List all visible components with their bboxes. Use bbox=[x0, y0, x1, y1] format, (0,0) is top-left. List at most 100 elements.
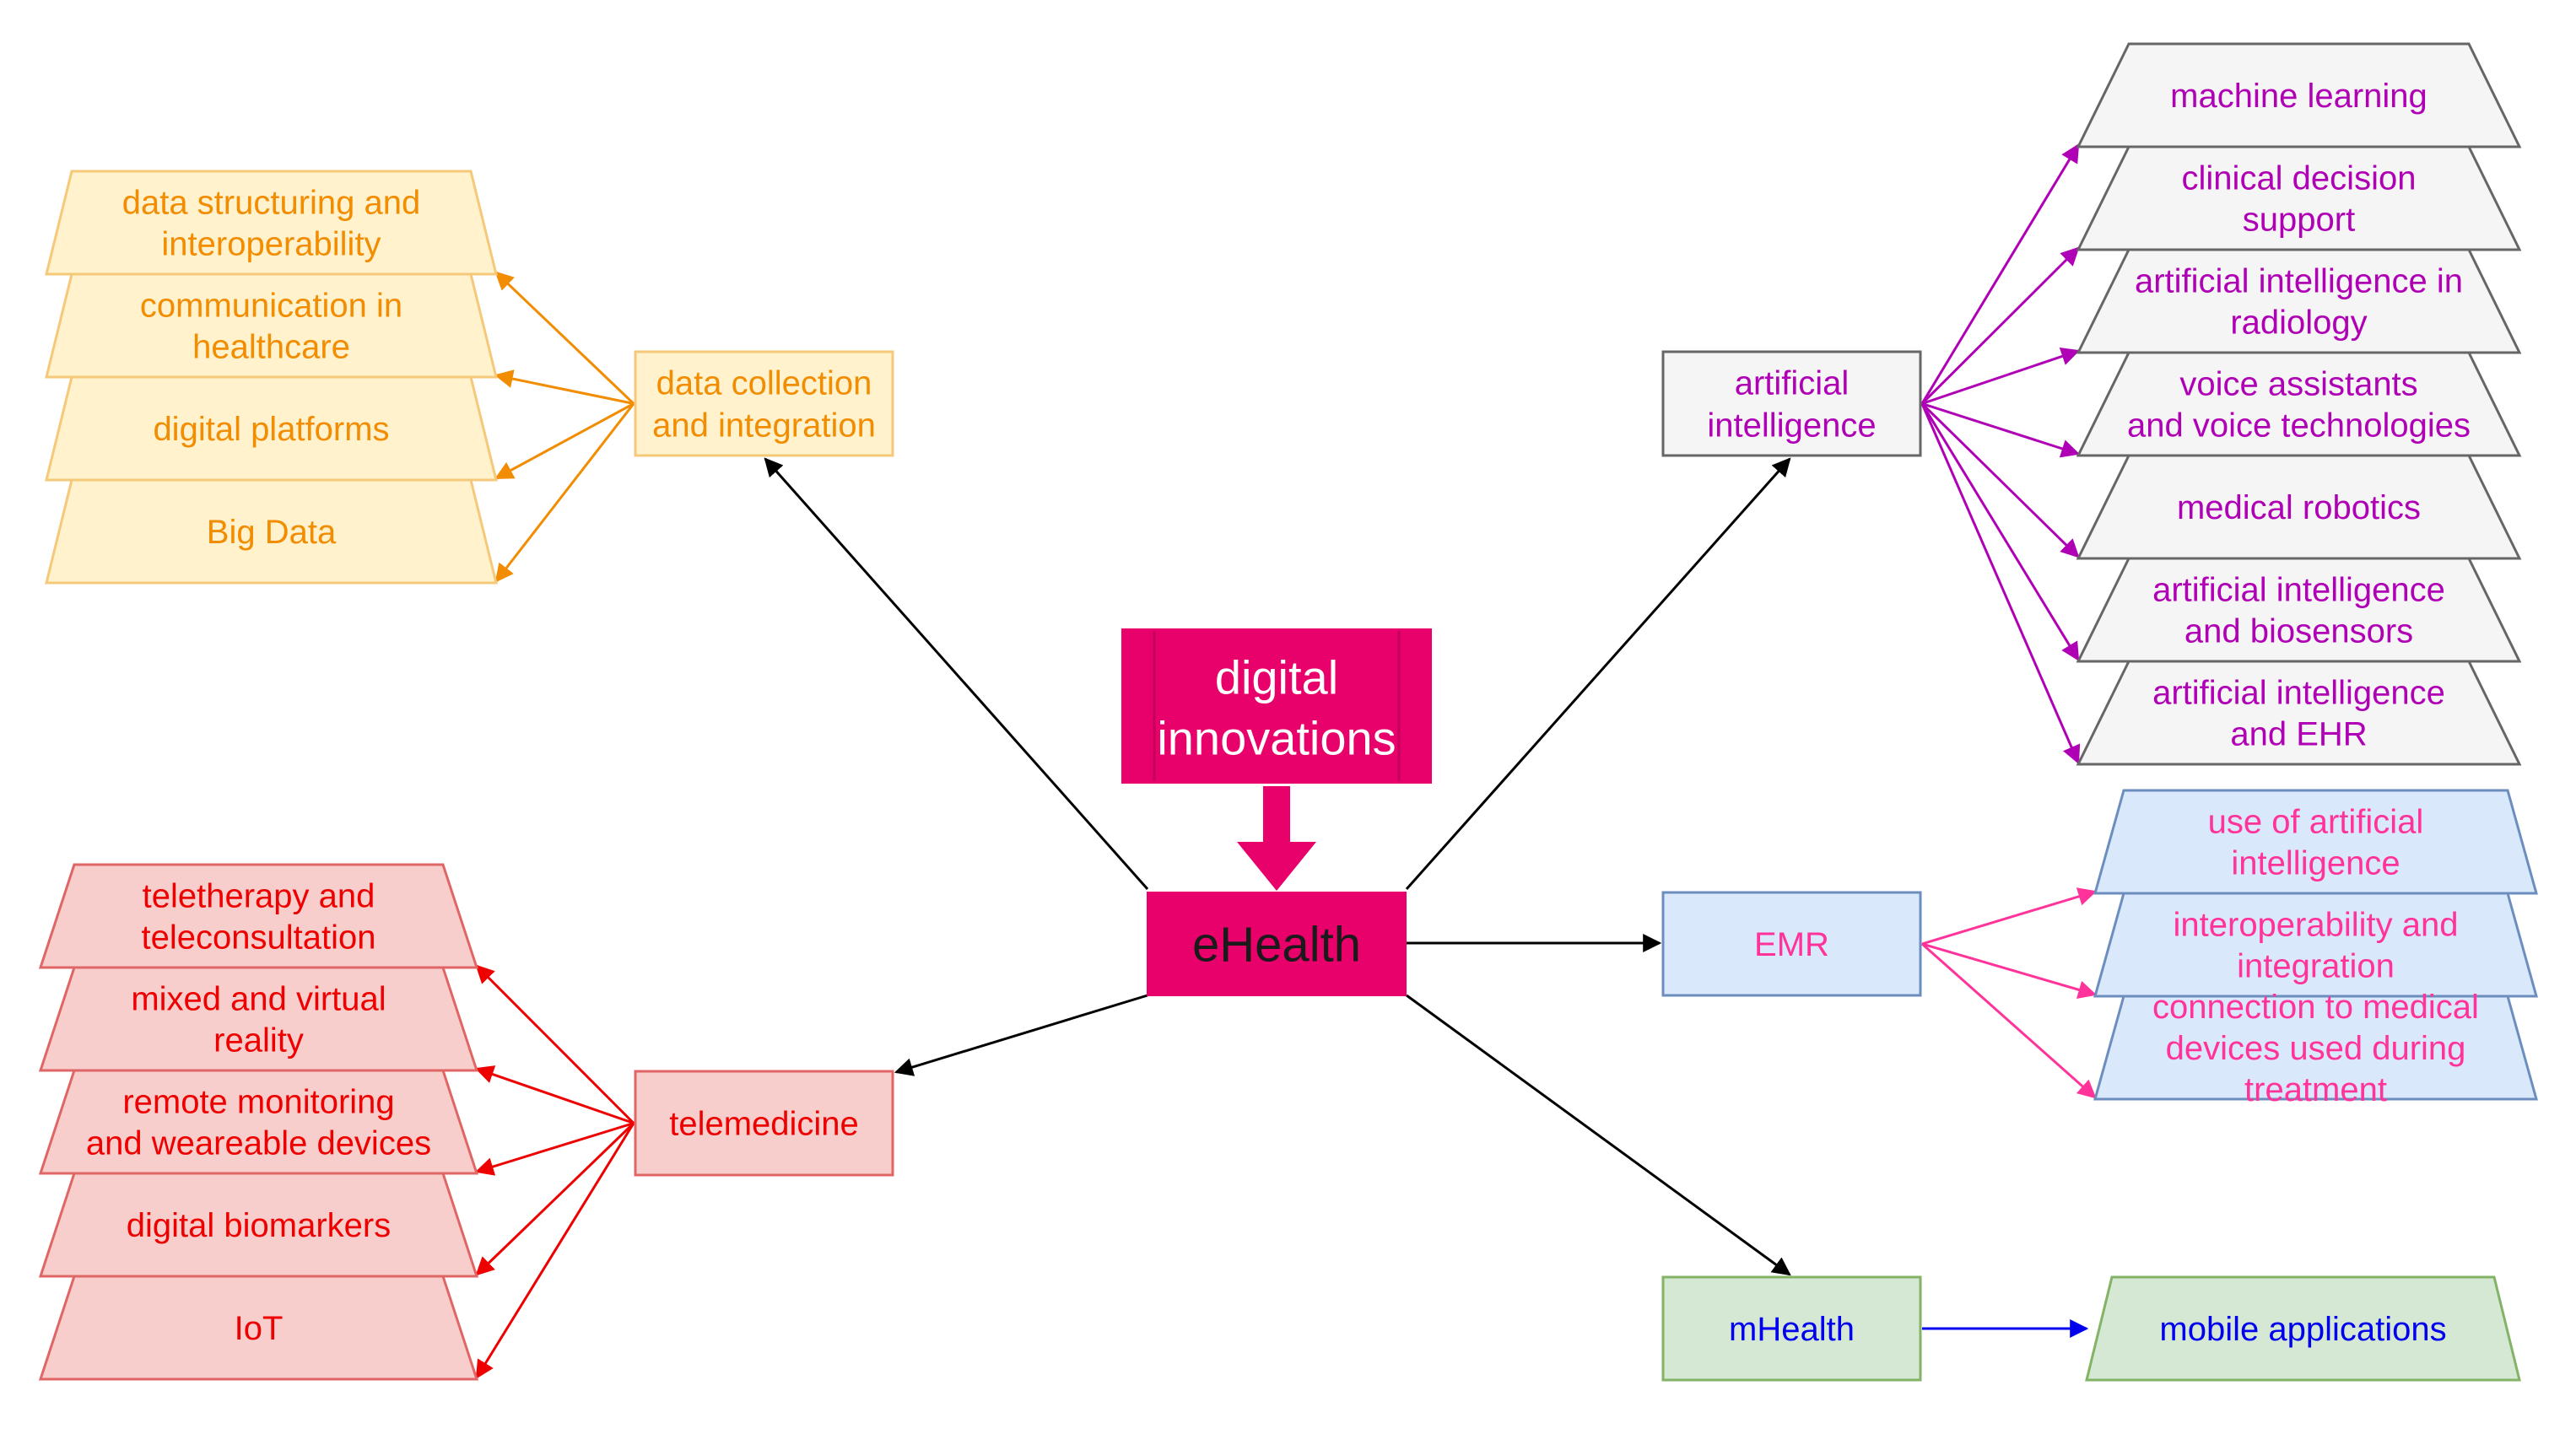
leaf-telemedicine-2-label-line: remote monitoring bbox=[122, 1084, 394, 1121]
hub-mhealth-label-line: mHealth bbox=[1729, 1311, 1855, 1348]
hub-data-collection-label-line: data collection bbox=[656, 365, 872, 402]
leaf-emr-2-label-line: devices used during bbox=[2166, 1030, 2466, 1067]
leaf-data-collection-2-label: digital platforms bbox=[153, 411, 389, 448]
leaf-data-collection-2[interactable]: digital platforms bbox=[45, 375, 498, 482]
hub-mhealth-label: mHealth bbox=[1729, 1311, 1855, 1348]
leaf-data-collection-2-label-line: digital platforms bbox=[153, 411, 389, 448]
leaf-data-collection-1-label-line: communication in bbox=[140, 288, 402, 325]
leaf-telemedicine-3-label: digital biomarkers bbox=[127, 1207, 391, 1244]
leaf-artificial-intelligence-3-label-line: voice assistants bbox=[2179, 366, 2417, 403]
leaf-emr-2-label-line: treatment bbox=[2244, 1071, 2387, 1108]
leaf-telemedicine-4-label: IoT bbox=[235, 1310, 284, 1347]
leaf-artificial-intelligence-0[interactable]: machine learning bbox=[2076, 42, 2522, 148]
leaf-mhealth-0-label-line: mobile applications bbox=[2159, 1311, 2446, 1348]
leaf-mhealth-0-label: mobile applications bbox=[2159, 1311, 2446, 1348]
connector-artificial-intelligence-to-leaf-2 bbox=[1921, 347, 2081, 405]
connector-artificial-intelligence-to-leaf-4 bbox=[1920, 402, 2080, 558]
leaf-artificial-intelligence-3-label-line: and voice technologies bbox=[2127, 407, 2471, 445]
connector-data-collection-to-leaf-0 bbox=[494, 271, 635, 405]
leaf-artificial-intelligence-5[interactable]: artificial intelligence and biosensors bbox=[2076, 557, 2522, 663]
leaf-emr-2-label-line: connection to medical bbox=[2152, 989, 2479, 1026]
ehealth-node[interactable]: eHealth bbox=[1147, 892, 1407, 996]
hub-artificial-intelligence-label-line: artificial bbox=[1735, 365, 1850, 402]
leaf-telemedicine-4[interactable]: IoT bbox=[38, 1275, 479, 1381]
connector-ehealth-to-artificial-intelligence bbox=[1405, 457, 1791, 890]
digital-innovations-box-shape bbox=[1121, 628, 1432, 784]
connector-data-collection-to-leaf-2 bbox=[494, 402, 635, 480]
leaf-telemedicine-1-label-line: reality bbox=[213, 1022, 304, 1059]
leaf-telemedicine-3-shape bbox=[38, 1172, 479, 1278]
connector-data-collection-to-leaf-3 bbox=[494, 402, 635, 583]
leaf-artificial-intelligence-0-label-line: machine learning bbox=[2170, 78, 2427, 115]
leaf-artificial-intelligence-2-label-line: radiology bbox=[2230, 305, 2367, 342]
hub-mhealth[interactable]: mHealth bbox=[1661, 1275, 1922, 1382]
leaf-artificial-intelligence-6-shape bbox=[2076, 660, 2522, 766]
leaf-artificial-intelligence-3[interactable]: voice assistants and voice technologies bbox=[2076, 351, 2522, 457]
leaf-telemedicine-3[interactable]: digital biomarkers bbox=[38, 1172, 479, 1278]
connector-artificial-intelligence-to-leaf-3 bbox=[1921, 402, 2081, 458]
connector-ehealth-to-telemedicine bbox=[894, 994, 1148, 1076]
hub-telemedicine[interactable]: telemedicine bbox=[634, 1070, 894, 1177]
connector-artificial-intelligence-to-leaf-6 bbox=[1920, 402, 2081, 765]
hub-data-collection-shape bbox=[634, 350, 894, 457]
leaf-telemedicine-4-shape bbox=[38, 1275, 479, 1381]
leaf-artificial-intelligence-4-label-line: medical robotics bbox=[2177, 489, 2421, 526]
ehealth-node-shape bbox=[1147, 892, 1407, 996]
hub-telemedicine-label: telemedicine bbox=[669, 1106, 859, 1143]
leaf-data-collection-3[interactable]: Big Data bbox=[45, 478, 498, 585]
leaf-artificial-intelligence-1-label-line: support bbox=[2243, 202, 2355, 239]
hub-telemedicine-shape bbox=[634, 1070, 894, 1177]
leaf-mhealth-0[interactable]: mobile applications bbox=[2085, 1275, 2521, 1382]
hub-emr[interactable]: EMR bbox=[1661, 891, 1922, 997]
leaf-data-collection-3-label-line: Big Data bbox=[207, 514, 337, 551]
leaf-artificial-intelligence-2-shape bbox=[2076, 248, 2522, 354]
connector-telemedicine-to-leaf-1 bbox=[474, 1065, 635, 1124]
leaf-data-collection-0-label-line: interoperability bbox=[161, 226, 381, 263]
leaf-data-collection-3-label: Big Data bbox=[207, 514, 337, 551]
leaf-data-collection-3-shape bbox=[45, 478, 498, 585]
connector-emr-to-leaf-2 bbox=[1921, 942, 2097, 1099]
leaf-emr-1-label-line: interoperability and bbox=[2174, 907, 2459, 944]
leaf-artificial-intelligence-5-label-line: and biosensors bbox=[2184, 613, 2413, 650]
connector-artificial-intelligence-to-leaf-1 bbox=[1920, 246, 2080, 405]
hub-artificial-intelligence-shape bbox=[1661, 350, 1922, 457]
leaf-artificial-intelligence-4[interactable]: medical robotics bbox=[2076, 454, 2522, 560]
leaf-mhealth-0-shape bbox=[2085, 1275, 2521, 1382]
leaf-emr-0-shape bbox=[2093, 789, 2538, 895]
leaf-artificial-intelligence-4-shape bbox=[2076, 454, 2522, 560]
leaf-telemedicine-4-label-line: IoT bbox=[235, 1310, 284, 1347]
leaf-emr-2-label: connection to medical devices used during… bbox=[2152, 989, 2479, 1108]
hub-mhealth-shape bbox=[1661, 1275, 1922, 1382]
leaf-artificial-intelligence-5-label: artificial intelligence and biosensors bbox=[2152, 572, 2445, 650]
hub-emr-label: EMR bbox=[1754, 926, 1829, 963]
leaf-emr-2[interactable]: connection to medical devices used during… bbox=[2093, 989, 2538, 1108]
leaf-artificial-intelligence-3-label: voice assistants and voice technologies bbox=[2127, 366, 2471, 445]
leaf-telemedicine-2-shape bbox=[38, 1069, 479, 1175]
leaf-artificial-intelligence-5-label-line: artificial intelligence bbox=[2152, 572, 2445, 609]
